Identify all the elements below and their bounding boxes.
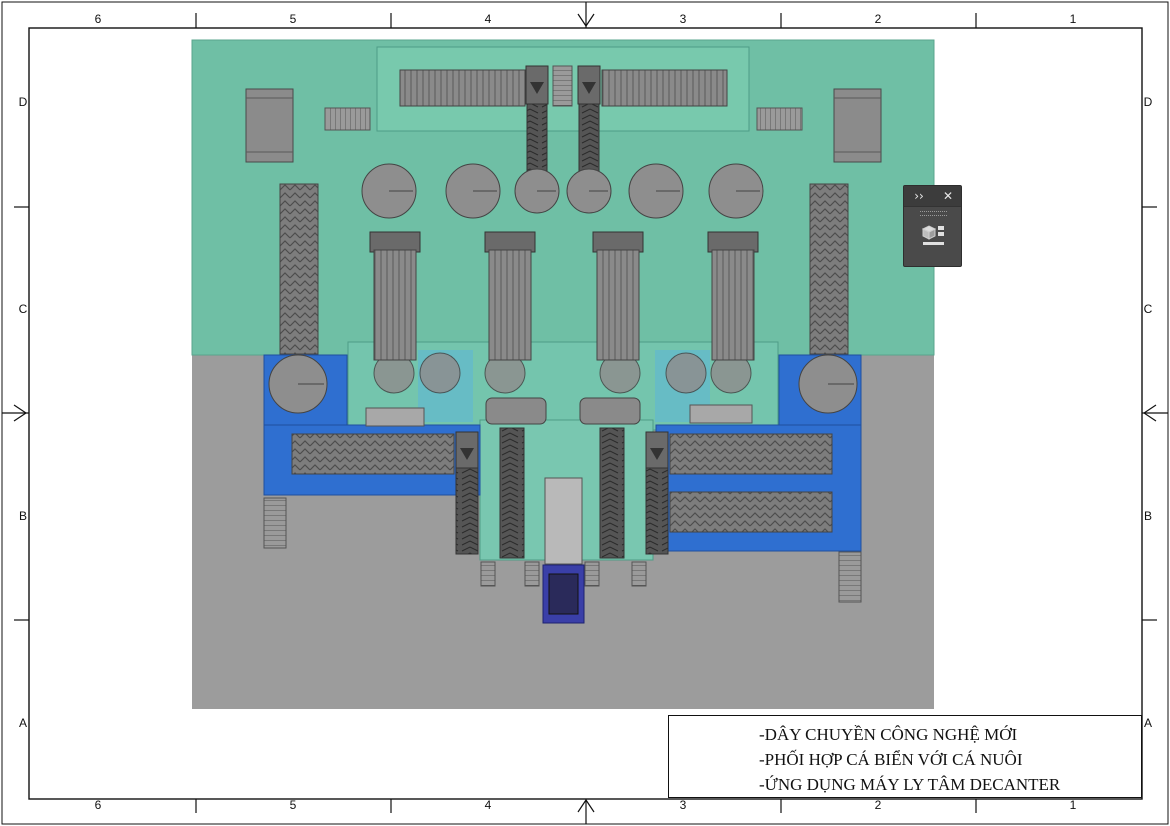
row-label-left: D [19,95,28,109]
column-label-top: 2 [875,12,882,26]
press-unit-left [485,397,547,425]
vertical-dryer [488,249,532,361]
border-ticks [14,13,1157,813]
top-cooker-left [399,69,526,107]
column-label-bottom: 4 [485,798,492,812]
column-label-bottom: 2 [875,798,882,812]
center-arrow-top [577,2,595,28]
column-label-bottom: 5 [290,798,297,812]
stair-lower-left [263,497,287,549]
stair-lower-center-2 [524,561,540,587]
top-cooker-right [601,69,728,107]
dryer-head [484,231,536,253]
pipe-rack-left [365,407,425,427]
stair-lower-right [838,551,862,603]
dryer-head [707,231,759,253]
title-line-3: -ỨNG DỤNG MÁY LY TÂM DECANTER [759,775,1061,794]
side-screw-left [279,183,319,355]
center-arrow-bottom [577,798,595,824]
column-label-top: 4 [485,12,492,26]
title-line-2: -PHỐI HỢP CÁ BIỂN VỚI CÁ NUÔI [759,750,1023,769]
press-unit-right [579,397,641,425]
vertical-dryers [369,231,759,361]
screw-press-left [291,433,455,475]
column-label-bottom: 6 [95,798,102,812]
title-block: -DÂY CHUYỀN CÔNG NGHỆ MỚI -PHỐI HỢP CÁ B… [668,715,1142,798]
title-line-1: -DÂY CHUYỀN CÔNG NGHỆ MỚI [759,725,1018,744]
close-icon[interactable]: ✕ [942,189,954,203]
pipe-rack-right [689,404,753,424]
lower-conveyor-right [645,467,669,555]
stair-lower-center-3 [584,561,600,587]
storage-tank-right [833,88,882,163]
decanter-motor [548,573,579,615]
row-label-right: D [1144,95,1153,109]
column-label-bottom: 3 [680,798,687,812]
top-stair-center [552,65,573,107]
column-label-top: 6 [95,12,102,26]
dryer-head [592,231,644,253]
storage-tank-left [245,88,294,163]
vertical-dryer [373,249,417,361]
column-label-top: 3 [680,12,687,26]
stair-lower-center-1 [480,561,496,587]
feed-tank [419,352,461,394]
row-label-right: B [1144,509,1152,523]
vertical-dryer [711,249,755,361]
row-label-right: A [1144,716,1152,730]
row-label-right: C [1144,302,1153,316]
feed-tank [665,352,707,394]
floating-tool-panel[interactable]: ›› ✕ [903,185,962,267]
lower-conveyor-left [455,467,479,555]
stair-top-left [324,107,371,131]
round-tanks-row [361,163,764,394]
dryer-head [369,231,421,253]
vertical-dryer [596,249,640,361]
panel-title-bar[interactable]: ›› ✕ [904,186,961,207]
column-label-bottom: 1 [1070,798,1077,812]
decanter-body [544,477,583,565]
stair-lower-center-4 [631,561,647,587]
center-arrow-right [1142,404,1168,422]
side-screw-right [809,183,849,355]
inner-conveyor-right [599,427,625,559]
row-label-left: A [19,716,27,730]
expand-icon[interactable]: ›› [914,189,924,203]
screw-press-right-bottom [669,491,833,533]
grip-handle-icon[interactable] [920,211,947,216]
column-label-top: 5 [290,12,297,26]
column-label-top: 1 [1070,12,1077,26]
screw-press-right-top [669,433,833,475]
stair-top-right [756,107,803,131]
row-label-left: B [19,509,27,523]
center-arrow-left [2,404,29,422]
row-label-left: C [19,302,28,316]
view-cube-icon[interactable] [918,222,950,248]
inner-conveyor-left [499,427,525,559]
